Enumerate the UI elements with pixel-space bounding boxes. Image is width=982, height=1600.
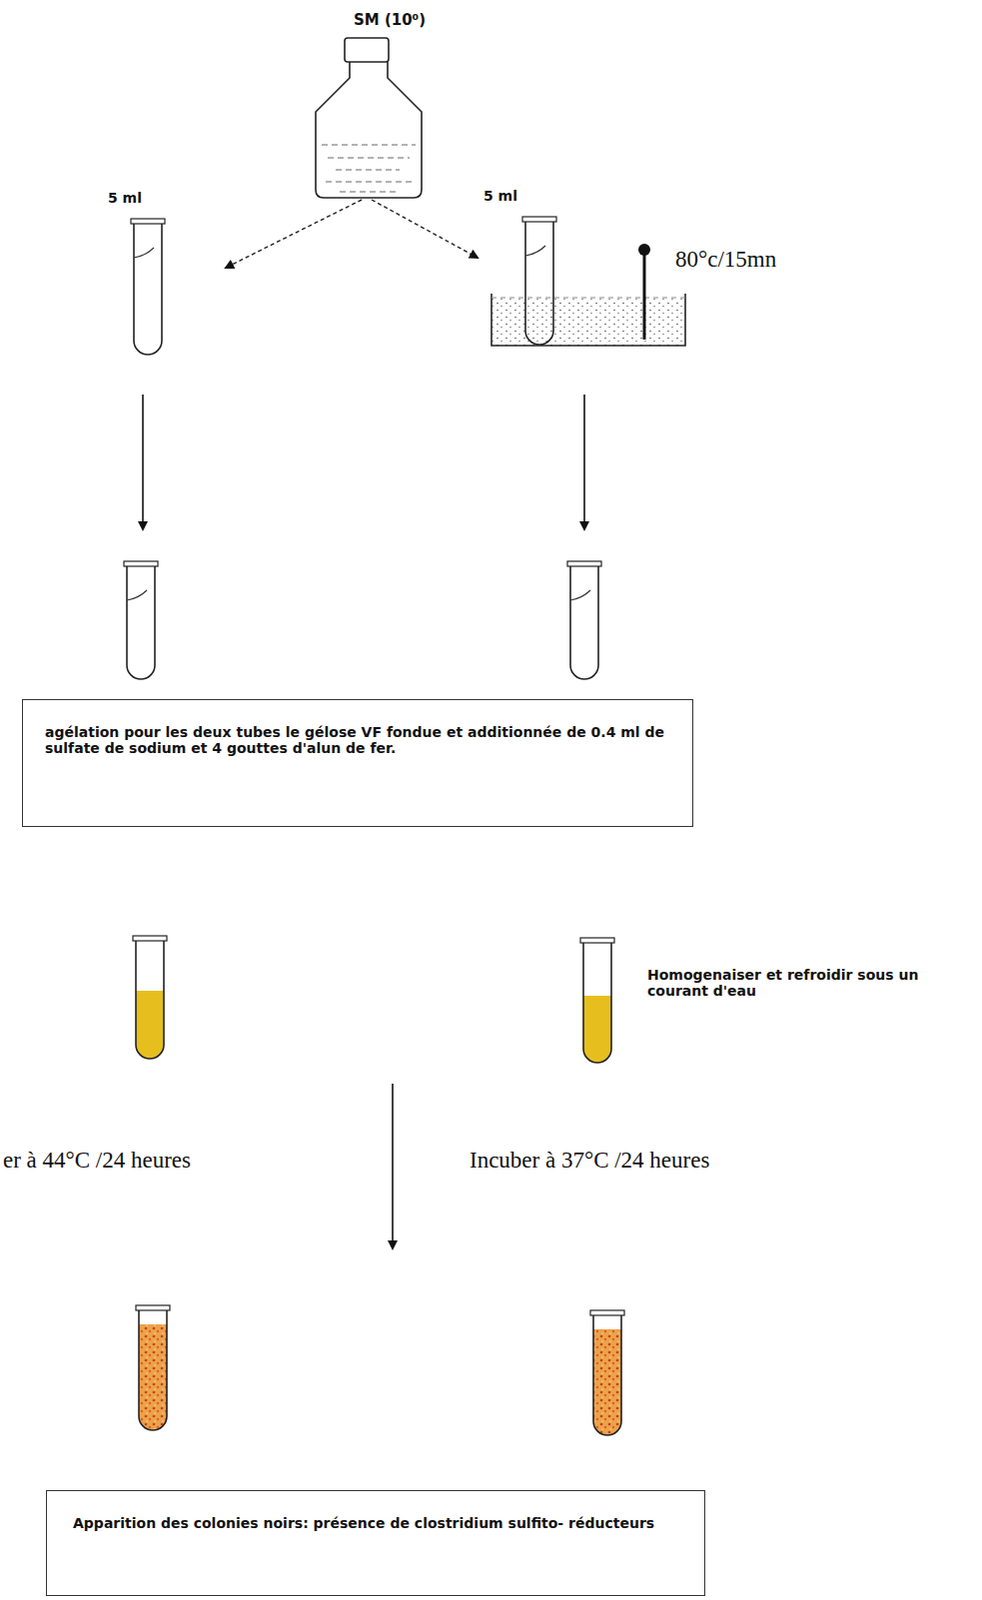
test-tube [580,938,615,1063]
bottle [315,37,422,198]
test-tube [522,216,557,345]
test-tube [123,561,158,680]
test-tube [590,1310,625,1436]
pipetting-arrow [225,199,478,268]
instruction-note: Homogenaiser et refroidir sous un couran… [647,967,978,999]
instruction-box: agélation pour les deux tubes le gélose … [21,699,694,828]
incubation-label: Incuber à 37°C /24 heures [469,1146,810,1175]
box-text: agélation pour les deux tubes le gélose … [44,724,671,757]
test-tube [135,1305,170,1431]
volume-label: 5 ml [107,189,168,206]
test-tube [132,936,167,1059]
incubation-label: er à 44°C /24 heures [2,1146,263,1175]
title: SM (10⁰) [339,11,440,29]
thermometer [638,243,651,340]
volume-label: 5 ml [483,187,544,204]
box-text: Apparition des colonies noirs: présence … [72,1515,679,1532]
test-tube [130,218,165,355]
result-box: Apparition des colonies noirs: présence … [45,1490,706,1597]
water-bath [491,293,686,346]
test-tube [567,561,602,680]
temperature-label: 80°c/15mn [675,245,816,274]
